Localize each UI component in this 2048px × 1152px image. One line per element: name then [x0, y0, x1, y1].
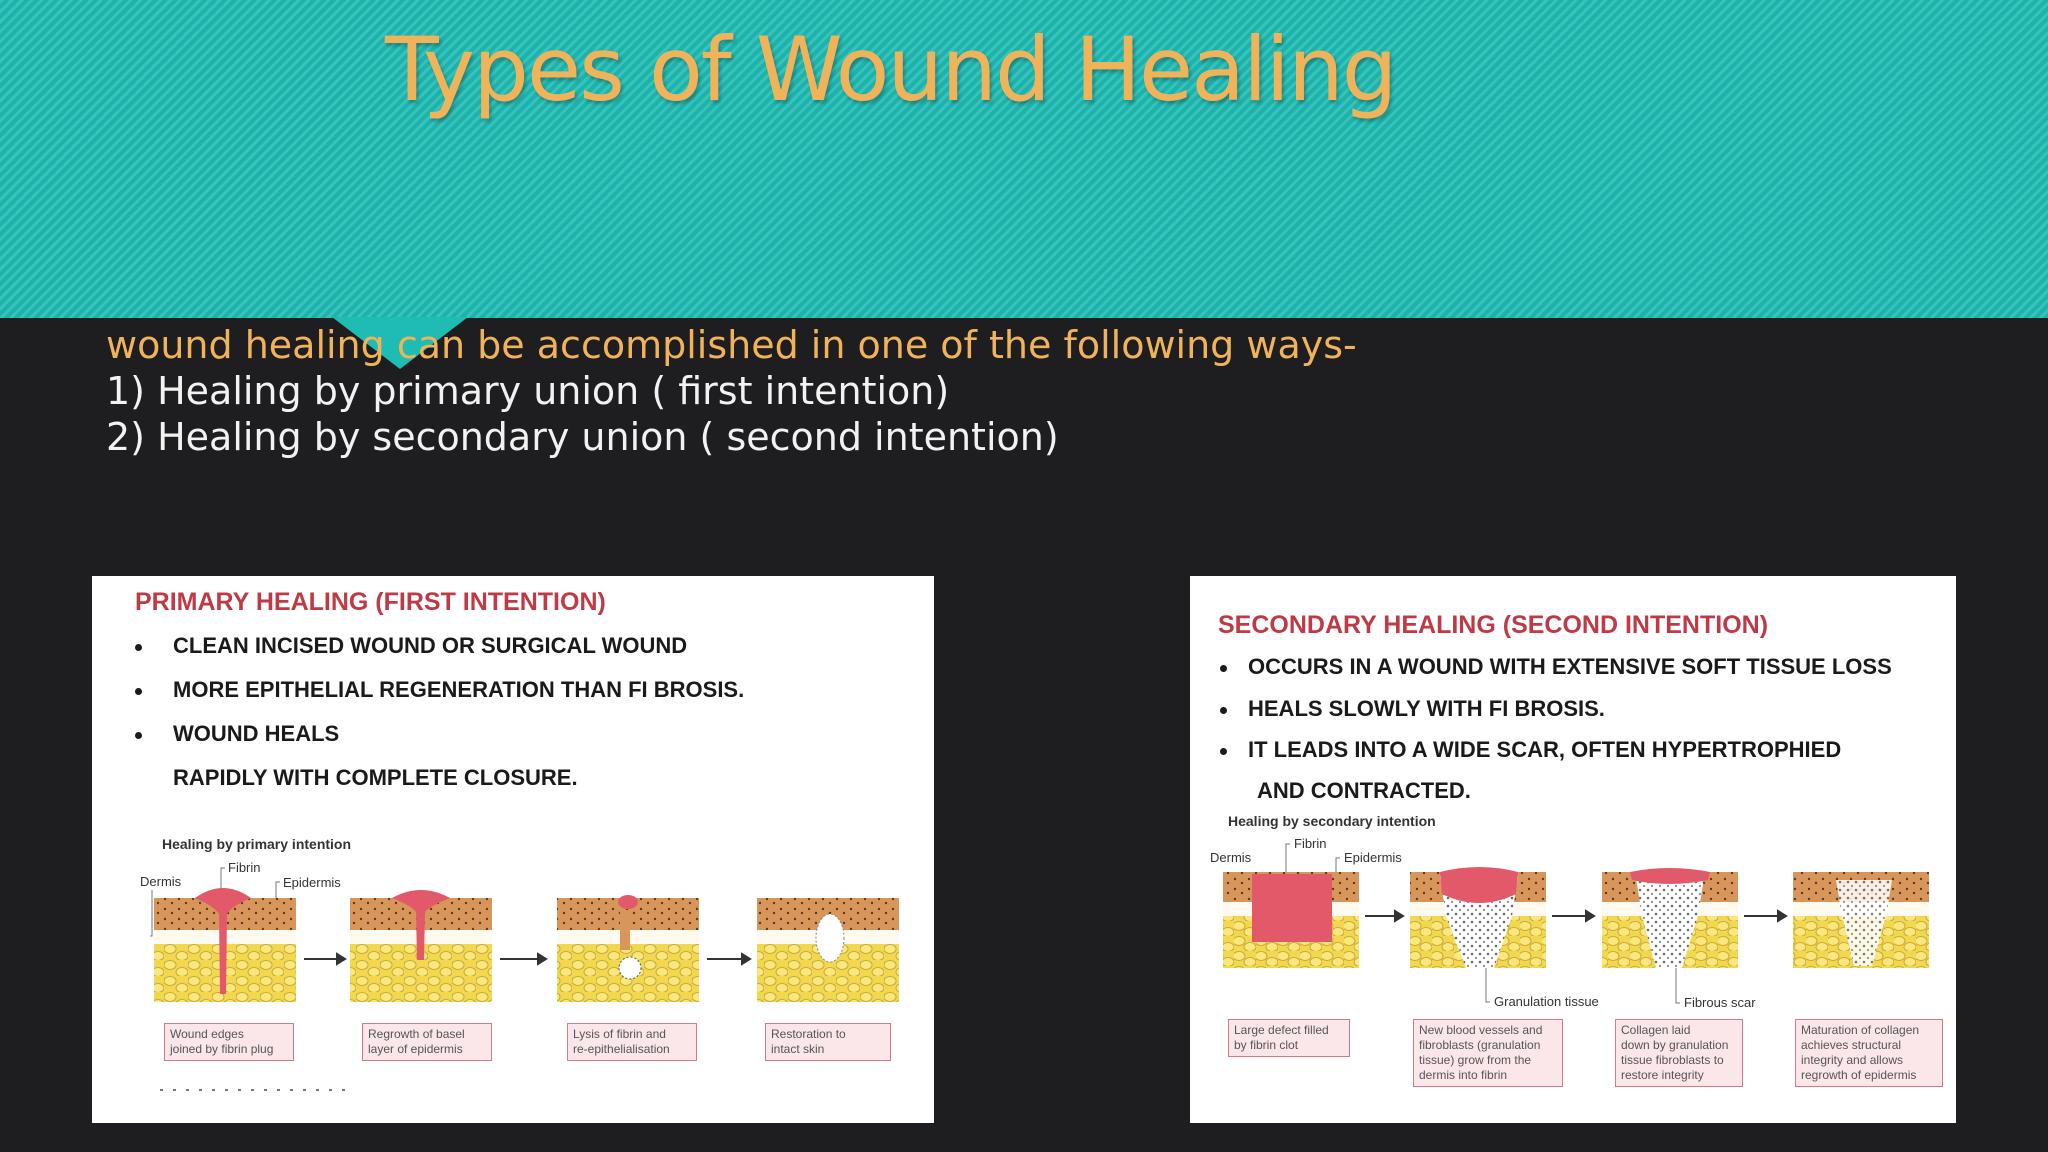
secondary-stage-4: [1793, 872, 1929, 968]
secondary-stage-3: [1602, 868, 1738, 968]
primary-stage-4: [757, 898, 899, 1002]
primary-bullet-1: CLEAN INCISED WOUND OR SURGICAL WOUND: [173, 633, 688, 658]
primary-healing-panel: PRIMARY HEALING (FIRST INTENTION) CLEAN …: [92, 576, 934, 1123]
secondary-label-epidermis: Epidermis: [1344, 850, 1402, 865]
secondary-bullet-3: IT LEADS INTO A WIDE SCAR, OFTEN HYPERTR…: [1248, 737, 1842, 762]
bullet-dot: [1220, 665, 1227, 672]
secondary-stage-1: [1223, 872, 1359, 968]
secondary-bullet-1: OCCURS IN A WOUND WITH EXTENSIVE SOFT TI…: [1248, 654, 1892, 679]
primary-caption-2: Regrowth of basel layer of epidermis: [362, 1023, 492, 1061]
bullet-dot: [135, 688, 142, 695]
primary-bullet-2: MORE EPITHELIAL REGENERATION THAN FI BRO…: [173, 677, 745, 702]
intro-line-1: wound healing can be accomplished in one…: [106, 323, 1357, 367]
primary-caption-4: Restoration to intact skin: [765, 1023, 891, 1061]
secondary-caption-1: Large defect filled by fibrin clot: [1228, 1019, 1350, 1057]
slide-title: Types of Wound Healing: [385, 18, 1398, 121]
primary-label-epidermis: Epidermis: [283, 875, 341, 890]
secondary-caption-2: New blood vessels and fibroblasts (granu…: [1413, 1019, 1563, 1087]
secondary-bullet-2: HEALS SLOWLY WITH FI BROSIS.: [1248, 696, 1605, 721]
intro-line-3: 2) Healing by secondary union ( second i…: [106, 415, 1059, 459]
primary-diagram-heading: Healing by primary intention: [162, 836, 352, 852]
primary-bullet-3-continuation: RAPIDLY WITH COMPLETE CLOSURE.: [173, 765, 578, 790]
bullet-dot: [135, 644, 142, 651]
bullet-dot: [1220, 748, 1227, 755]
secondary-label-dermis: Dermis: [1210, 850, 1252, 865]
secondary-bullet-3-continuation: AND CONTRACTED.: [1257, 778, 1471, 803]
primary-label-fibrin: Fibrin: [228, 860, 261, 875]
secondary-caption-4: Maturation of collagen achieves structur…: [1795, 1019, 1943, 1087]
bullet-dot: [1220, 707, 1227, 714]
secondary-heading: SECONDARY HEALING (SECOND INTENTION): [1218, 611, 1769, 639]
primary-heading: PRIMARY HEALING (FIRST INTENTION): [135, 588, 606, 616]
intro-line-2: 1) Healing by primary union ( first inte…: [106, 369, 950, 413]
bullet-dot: [135, 732, 142, 739]
secondary-healing-panel: SECONDARY HEALING (SECOND INTENTION) OCC…: [1190, 576, 1956, 1123]
secondary-label-granulation: Granulation tissue: [1494, 994, 1599, 1009]
secondary-label-fibrous-scar: Fibrous scar: [1684, 995, 1756, 1010]
secondary-stage-2: [1410, 867, 1546, 968]
header-band: [0, 0, 2048, 318]
primary-caption-1: Wound edges joined by fibrin plug: [164, 1023, 294, 1061]
primary-stage-3: [557, 895, 699, 1002]
secondary-label-fibrin: Fibrin: [1294, 836, 1327, 851]
primary-label-dermis: Dermis: [140, 874, 182, 889]
secondary-healing-diagram: [1223, 843, 1929, 1004]
intro-text: wound healing can be accomplished in one…: [106, 322, 1357, 460]
secondary-caption-3: Collagen laid down by granulation tissue…: [1615, 1019, 1743, 1087]
primary-stage-2: [350, 890, 492, 1002]
primary-caption-3: Lysis of fibrin and re-epithelialisation: [567, 1023, 697, 1061]
header-notch: [332, 317, 468, 369]
secondary-diagram-heading: Healing by secondary intention: [1228, 813, 1436, 829]
primary-bullet-3: WOUND HEALS: [173, 721, 340, 746]
primary-stage-1: [154, 888, 296, 1002]
primary-healing-diagram: [150, 867, 899, 1091]
